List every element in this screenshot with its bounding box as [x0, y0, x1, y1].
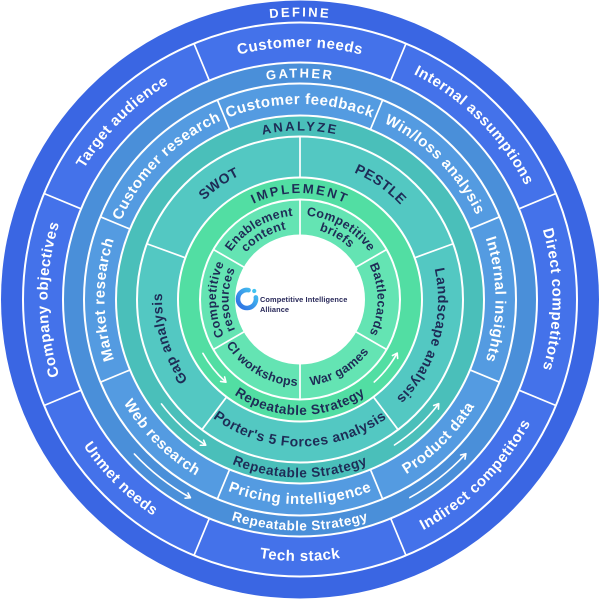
segment-divider — [369, 99, 384, 130]
segment-divider — [216, 99, 231, 130]
segment-divider — [212, 330, 245, 351]
brand-wordmark-line2: Alliance — [260, 305, 289, 314]
segment-divider — [518, 389, 557, 407]
segment-divider — [100, 216, 131, 230]
segment-divider — [355, 330, 388, 351]
segment-divider — [469, 369, 500, 383]
stage-label-define: DEFINE — [269, 4, 332, 21]
flow-arrow-implement-right — [373, 352, 399, 383]
flow-arrow-gather-right — [409, 452, 467, 499]
segment-label-tech-stack: Tech stack — [259, 545, 341, 565]
segment-label-competitive-resources-line2: resources — [217, 265, 237, 334]
brand-icon — [235, 287, 259, 311]
center-circle — [236, 235, 364, 364]
segment-divider — [372, 396, 399, 431]
flow-arrow-gather-left — [133, 453, 192, 499]
ring-separator — [62, 61, 538, 538]
stage-label-gather: GATHER — [265, 65, 335, 83]
segment-divider — [355, 248, 388, 269]
ring-separator — [22, 21, 578, 578]
segment-divider — [43, 389, 82, 407]
stage-label-analyze: ANALYZE — [260, 118, 340, 137]
segment-divider — [518, 192, 557, 210]
flow-arrow-analyze-right — [393, 402, 440, 446]
segment-divider — [193, 518, 211, 556]
segment-divider — [389, 518, 407, 556]
brand-wordmark-line1: Competitive Intelligence — [260, 295, 347, 304]
flow-arrow-analyze-left — [160, 403, 207, 447]
segment-divider — [100, 369, 131, 383]
segment-divider — [201, 396, 228, 431]
segment-divider — [146, 242, 186, 259]
ring-separator — [115, 114, 485, 485]
flow-arrow-implement-left — [202, 352, 227, 383]
segment-divider — [389, 43, 407, 81]
segment-divider — [469, 216, 500, 230]
segment-divider — [193, 43, 211, 81]
segment-divider — [414, 242, 454, 259]
segment-label-battlecards: Battlecards — [367, 261, 389, 339]
segment-divider — [43, 192, 82, 210]
segment-divider — [369, 469, 384, 500]
segment-label-competitive-resources-line1: Competitive — [205, 259, 227, 340]
segment-divider — [216, 469, 231, 500]
brand-icon-dot — [252, 288, 257, 294]
segment-divider — [212, 248, 245, 269]
ring-separator — [83, 82, 517, 517]
